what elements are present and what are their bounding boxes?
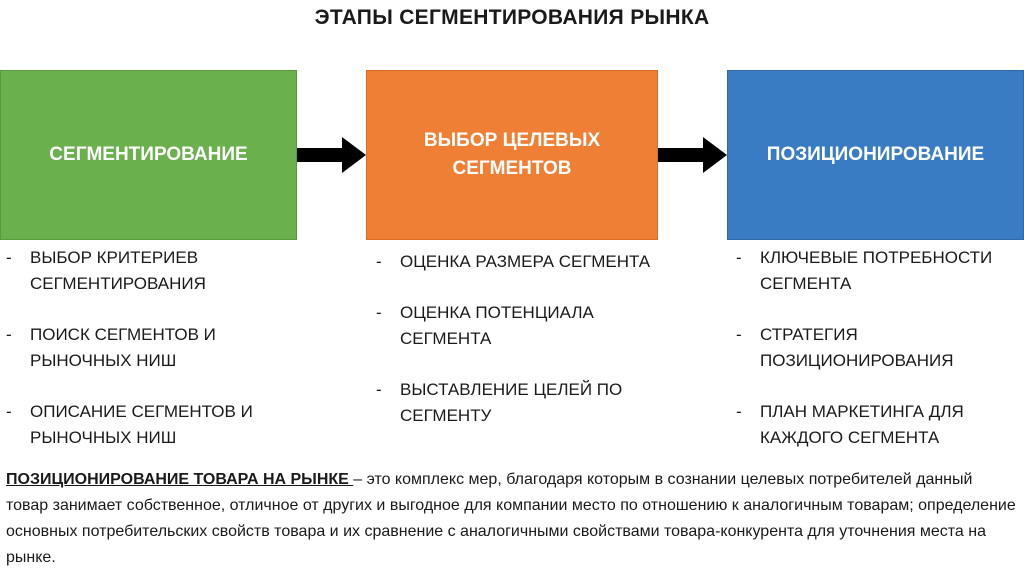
stage-label: ПОЗИЦИОНИРОВАНИЕ bbox=[766, 144, 985, 165]
stage-box-segmentation: СЕГМЕНТИРОВАНИЕ bbox=[0, 70, 297, 240]
list-item: -КЛЮЧЕВЫЕ ПОТРЕБНОСТИ СЕГМЕНТА bbox=[730, 245, 1024, 297]
bullet-dash: - bbox=[376, 380, 382, 399]
list-item: -ОЦЕНКА РАЗМЕРА СЕГМЕНТА bbox=[370, 249, 670, 275]
stage-label: СЕГМЕНТИРОВАНИЕ bbox=[49, 144, 248, 165]
definition-term: ПОЗИЦИОНИРОВАНИЕ ТОВАРА НА РЫНКЕ bbox=[6, 471, 354, 488]
definition-text: – это комплекс мер, благодаря которым в … bbox=[6, 471, 1016, 566]
positioning-task-list: -КЛЮЧЕВЫЕ ПОТРЕБНОСТИ СЕГМЕНТА -СТРАТЕГИ… bbox=[730, 245, 1024, 476]
list-item: -ОЦЕНКА ПОТЕНЦИАЛА СЕГМЕНТА bbox=[370, 300, 670, 352]
positioning-definition: ПОЗИЦИОНИРОВАНИЕ ТОВАРА НА РЫНКЕ – это к… bbox=[6, 467, 1016, 571]
stage-label: ВЫБОР ЦЕЛЕВЫХ СЕГМЕНТОВ bbox=[423, 130, 601, 179]
list-item: -ПОИСК СЕГМЕНТОВ И РЫНОЧНЫХ НИШ bbox=[0, 322, 300, 374]
list-item: -СТРАТЕГИЯ ПОЗИЦИОНИРОВАНИЯ bbox=[730, 322, 1024, 374]
arrow-right-icon bbox=[658, 137, 727, 173]
target-selection-task-list: -ОЦЕНКА РАЗМЕРА СЕГМЕНТА -ОЦЕНКА ПОТЕНЦИ… bbox=[370, 249, 670, 454]
stage-box-target-selection: ВЫБОР ЦЕЛЕВЫХ СЕГМЕНТОВ bbox=[366, 70, 658, 240]
segmentation-task-list: -ВЫБОР КРИТЕРИЕВ СЕГМЕНТИРОВАНИЯ -ПОИСК … bbox=[0, 245, 300, 476]
list-item: -ПЛАН МАРКЕТИНГА ДЛЯ КАЖДОГО СЕГМЕНТА bbox=[730, 399, 1024, 451]
bullet-dash: - bbox=[376, 303, 382, 322]
bullet-dash: - bbox=[6, 248, 12, 267]
list-item: -ВЫСТАВЛЕНИЕ ЦЕЛЕЙ ПО СЕГМЕНТУ bbox=[370, 377, 670, 429]
bullet-dash: - bbox=[736, 248, 742, 267]
bullet-dash: - bbox=[736, 325, 742, 344]
list-item: -ОПИСАНИЕ СЕГМЕНТОВ И РЫНОЧНЫХ НИШ bbox=[0, 399, 300, 451]
arrow-right-icon bbox=[297, 137, 366, 173]
list-item: -ВЫБОР КРИТЕРИЕВ СЕГМЕНТИРОВАНИЯ bbox=[0, 245, 300, 297]
bullet-dash: - bbox=[736, 402, 742, 421]
diagram-title: ЭТАПЫ СЕГМЕНТИРОВАНИЯ РЫНКА bbox=[314, 6, 710, 29]
bullet-dash: - bbox=[6, 402, 12, 421]
bullet-dash: - bbox=[376, 252, 382, 271]
stage-box-positioning: ПОЗИЦИОНИРОВАНИЕ bbox=[727, 70, 1024, 240]
bullet-dash: - bbox=[6, 325, 12, 344]
